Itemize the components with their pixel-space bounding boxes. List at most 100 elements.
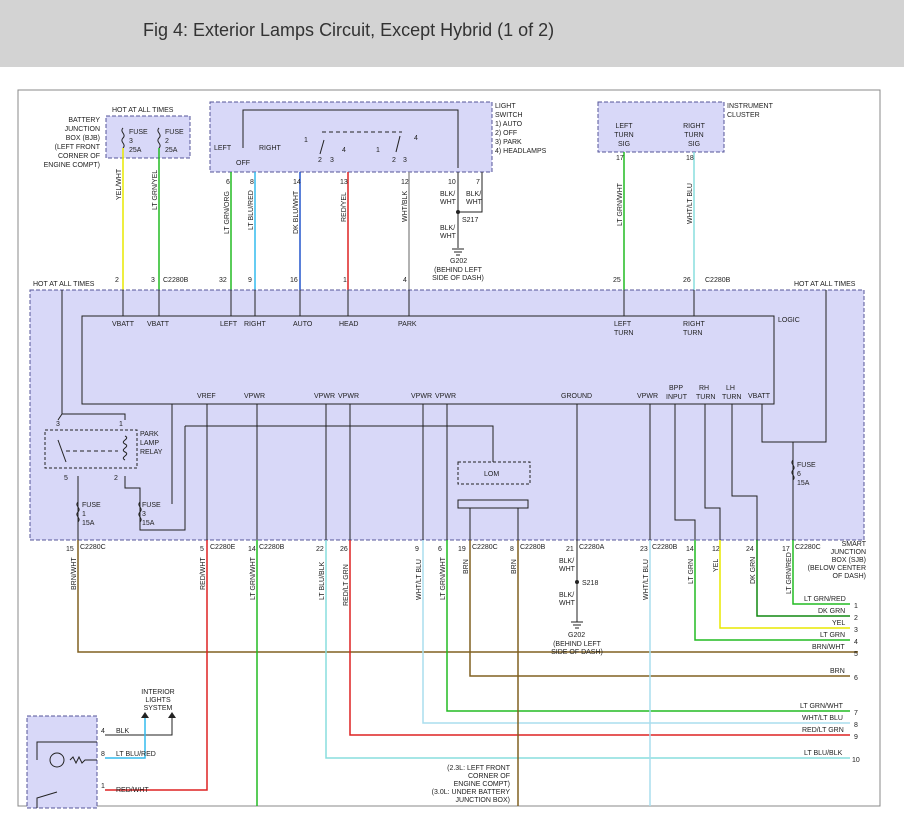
label-blk-wht-c: BLK/WHT xyxy=(440,225,457,240)
bpin-14a: 14 xyxy=(248,546,256,553)
label-blk-wht-s218-a: BLK/WHT xyxy=(559,558,576,573)
sw-pin-12: 12 xyxy=(401,179,409,186)
bconn-c2280c-2: C2280C xyxy=(472,544,498,551)
label-blk-wht-a: BLK/WHT xyxy=(440,191,457,206)
bl-wire-lt-blu-red: LT BLU/RED xyxy=(116,751,156,758)
bjb-hot-label: HOT AT ALL TIMES xyxy=(112,107,174,114)
bl-lamp-wire xyxy=(36,741,97,760)
label-yel-wht: YEL/WHT xyxy=(116,168,123,200)
light-switch-pos-2b: 2 xyxy=(392,157,396,164)
relay-pin-1: 1 xyxy=(119,421,123,428)
label-blk-wht-b: BLK/WHT xyxy=(466,191,483,206)
bwire-red-lt-grn xyxy=(349,540,850,736)
bottom-pin-labels: 15 C2280C 5 C2280E 14 C2280B 22 26 9 6 1… xyxy=(66,544,821,553)
top-pin-3: 3 xyxy=(151,277,155,284)
blabel-brn-a: BRN xyxy=(463,559,470,574)
light-switch-internal-line xyxy=(242,109,459,168)
bpin-15: 15 xyxy=(66,546,74,553)
blabel-yel: YEL xyxy=(713,559,720,572)
label-wht-blk: WHT/BLK xyxy=(402,191,409,222)
blabel-brn-b: BRN xyxy=(511,559,518,574)
rnum-5: 5 xyxy=(854,651,858,658)
relay-pin-2: 2 xyxy=(114,475,118,482)
fuse-3-symbol xyxy=(138,501,142,523)
label-lt-grn-wht-top: LT GRN/WHT xyxy=(617,182,624,226)
bconn-c2280b-2: C2280B xyxy=(520,544,546,551)
label-blk-wht-s218-b: BLK/WHT xyxy=(559,592,576,607)
int-relay-to-fuse3 xyxy=(124,426,186,531)
bpin-8: 8 xyxy=(510,546,514,553)
int-rh-turn xyxy=(704,404,721,540)
rnum-10: 10 xyxy=(852,757,860,764)
sw-pin-14: 14 xyxy=(293,179,301,186)
top-c2280b-right: C2280B xyxy=(705,277,731,284)
logic-box xyxy=(81,315,775,405)
top-wires xyxy=(122,148,695,290)
blabel-brn-wht: BRN/WHT xyxy=(71,557,78,590)
int-relay-top xyxy=(62,413,126,420)
rlabel-4: LT GRN xyxy=(820,632,845,639)
rlabel-1: LT GRN/RED xyxy=(804,596,846,603)
bl-pin-8: 8 xyxy=(101,751,105,758)
output-vpwr-6: VPWR xyxy=(637,393,658,400)
light-switch-box xyxy=(209,101,493,173)
bl-module-box xyxy=(26,715,98,809)
rlabel-8: WHT/LT BLU xyxy=(802,715,843,722)
top-pin-9: 9 xyxy=(248,277,252,284)
bl-pin-1: 1 xyxy=(101,783,105,790)
bpin-22: 22 xyxy=(316,546,324,553)
bpin-19: 19 xyxy=(458,546,466,553)
sw-pin-7: 7 xyxy=(476,179,480,186)
rnum-4: 4 xyxy=(854,639,858,646)
light-switch-pos-3b: 3 xyxy=(403,157,407,164)
blabel-wht-lt-blu: WHT/LT BLU xyxy=(416,559,423,600)
int-bpp xyxy=(674,404,696,540)
bpin-6: 6 xyxy=(438,546,442,553)
bwire-lt-blu-red xyxy=(105,714,146,759)
relay-pin-5: 5 xyxy=(64,475,68,482)
cluster-box xyxy=(597,101,725,153)
logic-outputs: VREF VPWR VPWR VPWR VPWR VPWR GROUND VPW… xyxy=(197,385,771,401)
bwire-brn-a xyxy=(469,540,850,677)
bwire-yel xyxy=(719,540,850,629)
blabel-lt-blu-blk: LT BLU/BLK xyxy=(319,561,326,600)
bpin-12: 12 xyxy=(712,546,720,553)
light-switch-pos-1a: 1 xyxy=(304,137,308,144)
light-switch-off-label: OFF xyxy=(236,160,250,167)
top-pin-2: 2 xyxy=(115,277,119,284)
label-g202-bottom: G202 xyxy=(568,632,585,639)
bpin-17: 17 xyxy=(782,546,790,553)
rnum-9: 9 xyxy=(854,734,858,741)
output-vpwr-3: VPWR xyxy=(338,393,359,400)
int-lom-feed xyxy=(185,425,494,462)
splice-s218-dot xyxy=(575,580,579,584)
label-dk-blu-wht: DK BLU/WHT xyxy=(293,190,300,234)
bl-wire-red-wht: RED/WHT xyxy=(116,787,149,794)
rnum-6: 6 xyxy=(854,675,858,682)
output-vpwr-1: VPWR xyxy=(244,393,265,400)
bpin-9: 9 xyxy=(415,546,419,553)
bjb-fuse-3-symbol xyxy=(121,127,125,149)
bwire-brn-wht xyxy=(77,540,858,653)
output-ground: GROUND xyxy=(561,393,592,400)
sjb-internal-wiring xyxy=(57,290,827,540)
sw-pin-13: 13 xyxy=(340,179,348,186)
sw-pin-8: 8 xyxy=(250,179,254,186)
blabel-lt-grn-wht-b: LT GRN/WHT xyxy=(440,556,447,600)
bwire-red-wht xyxy=(105,540,208,791)
lom-bar xyxy=(457,499,529,509)
blabel-lt-grn-wht: LT GRN/WHT xyxy=(250,556,257,600)
